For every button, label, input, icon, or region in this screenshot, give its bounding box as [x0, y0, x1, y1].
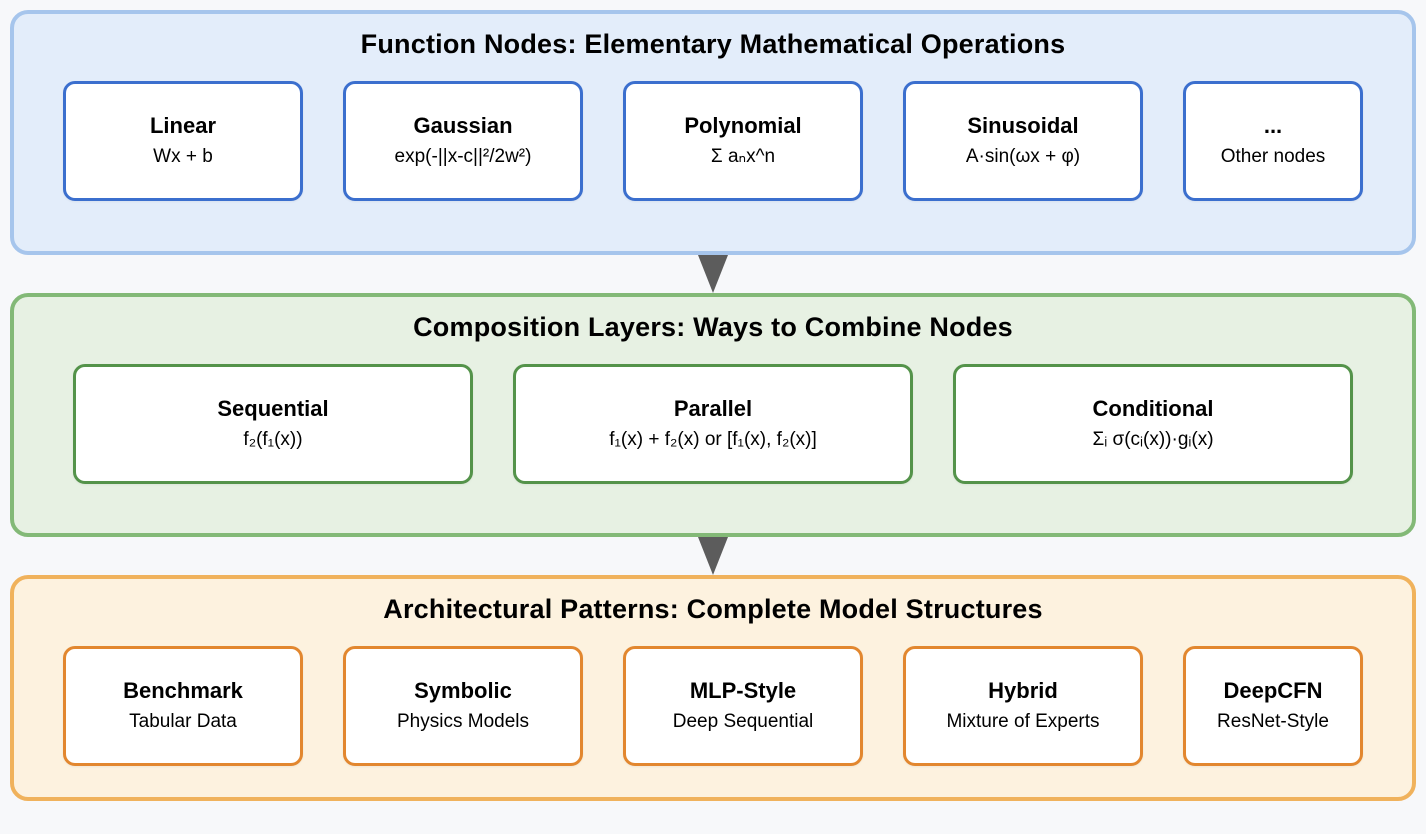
card-name: Linear [149, 112, 217, 138]
card-hybrid: Hybrid Mixture of Experts [903, 646, 1143, 766]
card-name: Symbolic [414, 677, 512, 703]
card-name: Parallel [673, 395, 753, 421]
card-formula: Σᵢ σ(cᵢ(x))·gᵢ(x) [1092, 429, 1214, 451]
card-name: Benchmark [123, 677, 243, 703]
card-symbolic: Symbolic Physics Models [343, 646, 583, 766]
card-subtitle: Physics Models [397, 711, 529, 733]
arrow-row [10, 537, 1416, 575]
card-deepcfn: DeepCFN ResNet-Style [1183, 646, 1363, 766]
section-title: Function Nodes: Elementary Mathematical … [360, 29, 1066, 59]
section-title: Composition Layers: Ways to Combine Node… [413, 312, 1013, 342]
diagram-canvas: Function Nodes: Elementary Mathematical … [10, 10, 1416, 801]
card-benchmark: Benchmark Tabular Data [63, 646, 303, 766]
section-title: Architectural Patterns: Complete Model S… [383, 594, 1043, 624]
card-name: Sinusoidal [967, 112, 1079, 138]
card-formula: Wx + b [153, 146, 213, 168]
card-name: Hybrid [988, 677, 1058, 703]
card-mlp-style: MLP-Style Deep Sequential [623, 646, 863, 766]
card-formula: Σ aₙx^n [710, 146, 776, 168]
card-gaussian: Gaussian exp(-||x-c||²/2w²) [343, 81, 583, 201]
card-sinusoidal: Sinusoidal A·sin(ωx + φ) [903, 81, 1143, 201]
card-name: Polynomial [684, 112, 802, 138]
card-polynomial: Polynomial Σ aₙx^n [623, 81, 863, 201]
section-function-nodes: Function Nodes: Elementary Mathematical … [10, 10, 1416, 255]
card-subtitle: Tabular Data [129, 711, 237, 733]
card-parallel: Parallel f₁(x) + f₂(x) or [f₁(x), f₂(x)] [513, 364, 913, 484]
card-subtitle: Mixture of Experts [946, 711, 1100, 733]
card-formula: f₁(x) + f₂(x) or [f₁(x), f₂(x)] [609, 429, 817, 451]
section-architectural-patterns: Architectural Patterns: Complete Model S… [10, 575, 1416, 801]
card-other-nodes: ... Other nodes [1183, 81, 1363, 201]
card-row: Sequential f₂(f₁(x)) Parallel f₁(x) + f₂… [14, 364, 1412, 484]
card-name: Conditional [1092, 395, 1214, 421]
card-subtitle: ResNet-Style [1217, 711, 1329, 733]
card-sequential: Sequential f₂(f₁(x)) [73, 364, 473, 484]
card-linear: Linear Wx + b [63, 81, 303, 201]
card-formula: Other nodes [1220, 146, 1326, 168]
card-name: DeepCFN [1223, 677, 1323, 703]
card-name: Gaussian [413, 112, 513, 138]
card-conditional: Conditional Σᵢ σ(cᵢ(x))·gᵢ(x) [953, 364, 1353, 484]
card-formula: exp(-||x-c||²/2w²) [394, 146, 532, 168]
down-arrow-icon [698, 537, 728, 575]
card-name: Sequential [217, 395, 329, 421]
down-arrow-icon [698, 255, 728, 293]
card-name: MLP-Style [689, 677, 797, 703]
card-subtitle: Deep Sequential [672, 711, 814, 733]
arrow-row [10, 255, 1416, 293]
card-row: Linear Wx + b Gaussian exp(-||x-c||²/2w²… [14, 81, 1412, 201]
card-formula: f₂(f₁(x)) [243, 429, 303, 451]
card-row: Benchmark Tabular Data Symbolic Physics … [14, 646, 1412, 766]
section-composition-layers: Composition Layers: Ways to Combine Node… [10, 293, 1416, 537]
card-formula: A·sin(ωx + φ) [965, 146, 1081, 168]
card-name: ... [1263, 112, 1283, 138]
